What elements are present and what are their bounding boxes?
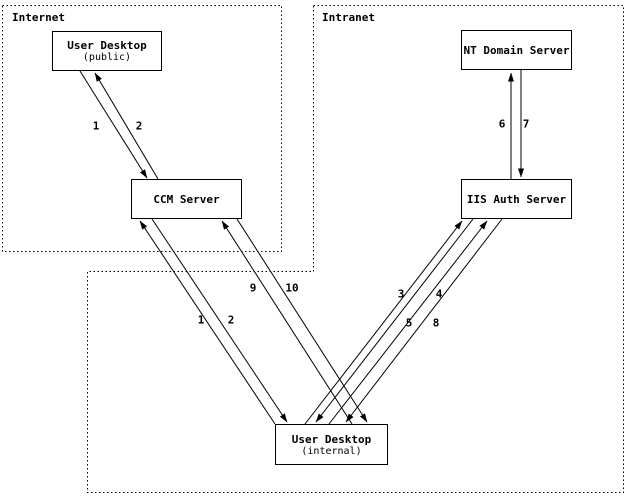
flow-4-iis-to-internal (315, 218, 474, 423)
flow-label-10: 10 (285, 281, 299, 295)
flow-label-8: 8 (432, 316, 440, 330)
flow-label-9: 9 (249, 281, 257, 295)
node-nt-domain-server: NT Domain Server (461, 30, 572, 70)
node-user-desktop-internal: User Desktop (internal) (275, 424, 388, 465)
node-sublabel: (public) (82, 52, 132, 63)
flow-label-1-internal: 1 (197, 313, 205, 327)
flow-5-internal-to-iis (328, 220, 488, 425)
node-label: User Desktop (291, 432, 372, 446)
flow-2-ccm-to-public (94, 72, 159, 180)
node-label: CCM Server (153, 192, 220, 206)
flow-label-6: 6 (498, 117, 506, 131)
internet-region-border (2, 5, 282, 252)
node-user-desktop-public: User Desktop (public) (52, 31, 162, 71)
flow-label-1-public: 1 (92, 119, 100, 133)
intranet-region-label: Intranet (322, 11, 375, 24)
node-sublabel: (internal) (301, 445, 362, 457)
flow-label-7: 7 (522, 117, 530, 131)
node-ccm-server: CCM Server (131, 179, 242, 219)
flow-10-ccm-to-internal (236, 218, 368, 423)
flow-9-internal-to-ccm (221, 220, 353, 425)
node-label: User Desktop (67, 39, 147, 52)
flow-1-internal-to-ccm (139, 220, 276, 425)
flow-label-3: 3 (397, 287, 405, 301)
node-label: IIS Auth Server (466, 192, 567, 206)
flow-label-2-public: 2 (135, 119, 143, 133)
node-iis-auth-server: IIS Auth Server (461, 179, 572, 219)
flow-label-4: 4 (435, 287, 443, 301)
flow-label-2-internal: 2 (227, 313, 235, 327)
intranet-region-border (87, 5, 624, 493)
flow-label-5: 5 (405, 316, 413, 330)
node-label: NT Domain Server (463, 43, 570, 57)
flow-3-internal-to-iis (304, 220, 463, 425)
flow-8-iis-to-internal (345, 218, 503, 423)
internet-region-label: Internet (12, 11, 65, 24)
flow-2-ccm-to-internal (151, 218, 288, 423)
flow-1-public-to-ccm (79, 70, 148, 179)
